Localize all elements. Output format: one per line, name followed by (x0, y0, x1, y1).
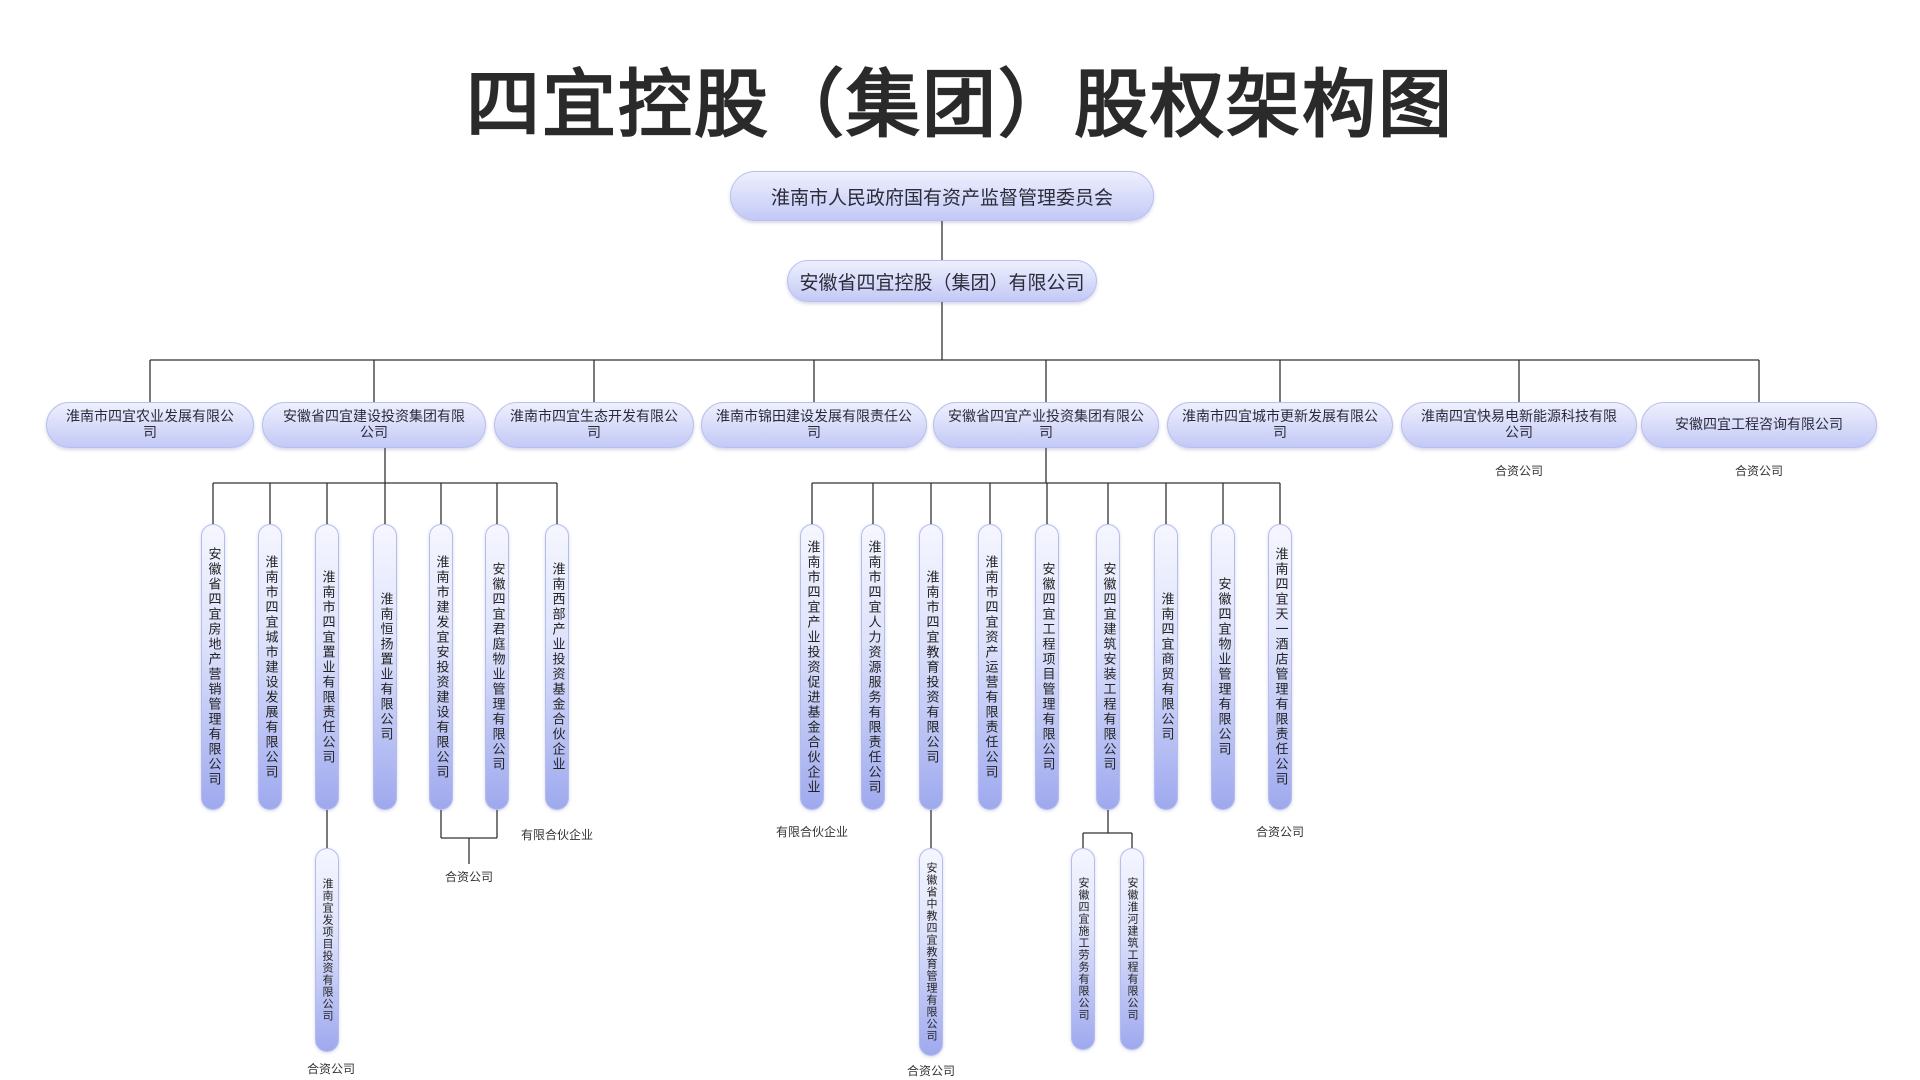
construction-grandchild-label: 淮南宜发项目投资有限公司 (321, 878, 334, 1022)
industry-child-7-label: 淮南四宜商贸有限公司 (1158, 592, 1174, 742)
education-grandchild[interactable]: 安徽省中教四宜教育管理有限公司 (919, 848, 943, 1056)
education-grandchild-note: 合资公司 (906, 1064, 956, 1078)
subsidiary-note-7: 合资公司 (1494, 464, 1544, 478)
construction-child-3-label: 淮南市四宜置业有限责任公司 (319, 569, 335, 765)
construction-child-1-label: 安徽省四宜房地产营销管理有限公司 (205, 547, 221, 787)
install-grandchild-1[interactable]: 安徽四宜施工劳务有限公司 (1071, 848, 1095, 1050)
industry-child-1-label: 淮南市四宜产业投资促进基金合伙企业 (804, 539, 820, 795)
industry-child-8-label: 安徽四宜物业管理有限公司 (1215, 577, 1231, 757)
construction-child-5[interactable]: 淮南市建发宜安投资建设有限公司 (429, 524, 453, 810)
subsidiary-node-4[interactable]: 淮南市锦田建设发展有限责任公司 (701, 402, 927, 448)
node-root-label: 淮南市人民政府国有资产监督管理委员会 (770, 186, 1113, 209)
subsidiary-node-2[interactable]: 安徽省四宜建设投资集团有限公司 (262, 402, 486, 448)
install-grandchild-1-label: 安徽四宜施工劳务有限公司 (1077, 877, 1090, 1021)
subsidiary-node-6-label: 淮南市四宜城市更新发展有限公司 (1182, 409, 1378, 441)
construction-grandchild-note: 合资公司 (306, 1062, 356, 1076)
industry-child-6-label: 安徽四宜建筑安装工程有限公司 (1100, 562, 1116, 772)
industry-child-4[interactable]: 淮南市四宜资产运营有限责任公司 (978, 524, 1002, 810)
subsidiary-node-1[interactable]: 淮南市四宜农业发展有限公司 (46, 402, 254, 448)
node-group-holding[interactable]: 安徽省四宜控股（集团）有限公司 (787, 260, 1097, 302)
construction-grandchild[interactable]: 淮南宜发项目投资有限公司 (315, 848, 339, 1052)
construction-child-2[interactable]: 淮南市四宜城市建设发展有限公司 (258, 524, 282, 810)
construction-lp-note: 有限合伙企业 (520, 828, 594, 842)
construction-child-6-label: 安徽四宜君庭物业管理有限公司 (489, 562, 505, 772)
industry-child-3[interactable]: 淮南市四宜教育投资有限公司 (919, 524, 943, 810)
subsidiary-node-7[interactable]: 淮南四宜快易电新能源科技有限公司 (1401, 402, 1637, 448)
education-grandchild-label: 安徽省中教四宜教育管理有限公司 (925, 862, 938, 1042)
industry-child-5-label: 安徽四宜工程项目管理有限公司 (1039, 562, 1055, 772)
construction-child-5-label: 淮南市建发宜安投资建设有限公司 (433, 554, 449, 780)
industry-child-9-label: 淮南四宜天一酒店管理有限责任公司 (1272, 547, 1288, 787)
construction-jv-note: 合资公司 (444, 870, 494, 884)
subsidiary-node-4-label: 淮南市锦田建设发展有限责任公司 (716, 409, 912, 441)
subsidiary-node-2-label: 安徽省四宜建设投资集团有限公司 (283, 409, 465, 441)
subsidiary-node-5-label: 安徽省四宜产业投资集团有限公司 (948, 409, 1144, 441)
install-grandchild-2-label: 安徽淮河建筑工程有限公司 (1126, 877, 1139, 1021)
construction-child-7[interactable]: 淮南西部产业投资基金合伙企业 (545, 524, 569, 810)
industry-child-1[interactable]: 淮南市四宜产业投资促进基金合伙企业 (800, 524, 824, 810)
subsidiary-note-8: 合资公司 (1734, 464, 1784, 478)
industry-child-6[interactable]: 安徽四宜建筑安装工程有限公司 (1096, 524, 1120, 810)
construction-child-4-label: 淮南恒扬置业有限公司 (377, 592, 393, 742)
subsidiary-node-3[interactable]: 淮南市四宜生态开发有限公司 (494, 402, 694, 448)
subsidiary-node-8[interactable]: 安徽四宜工程咨询有限公司 (1641, 402, 1877, 448)
industry-child-2[interactable]: 淮南市四宜人力资源服务有限责任公司 (861, 524, 885, 810)
industry-jv-note: 合资公司 (1255, 825, 1305, 839)
construction-child-7-label: 淮南西部产业投资基金合伙企业 (549, 562, 565, 772)
construction-child-3[interactable]: 淮南市四宜置业有限责任公司 (315, 524, 339, 810)
page-title: 四宜控股（集团）股权架构图 (466, 62, 1454, 148)
subsidiary-node-8-label: 安徽四宜工程咨询有限公司 (1675, 417, 1843, 433)
construction-child-2-label: 淮南市四宜城市建设发展有限公司 (262, 554, 278, 780)
construction-child-1[interactable]: 安徽省四宜房地产营销管理有限公司 (201, 524, 225, 810)
industry-child-9[interactable]: 淮南四宜天一酒店管理有限责任公司 (1268, 524, 1292, 810)
industry-child-5[interactable]: 安徽四宜工程项目管理有限公司 (1035, 524, 1059, 810)
industry-lp-note: 有限合伙企业 (775, 825, 849, 839)
node-root-sasac[interactable]: 淮南市人民政府国有资产监督管理委员会 (730, 171, 1154, 221)
industry-child-8[interactable]: 安徽四宜物业管理有限公司 (1211, 524, 1235, 810)
subsidiary-node-6[interactable]: 淮南市四宜城市更新发展有限公司 (1167, 402, 1393, 448)
construction-child-4[interactable]: 淮南恒扬置业有限公司 (373, 524, 397, 810)
install-grandchild-2[interactable]: 安徽淮河建筑工程有限公司 (1120, 848, 1144, 1050)
construction-child-6[interactable]: 安徽四宜君庭物业管理有限公司 (485, 524, 509, 810)
industry-child-7[interactable]: 淮南四宜商贸有限公司 (1154, 524, 1178, 810)
industry-child-2-label: 淮南市四宜人力资源服务有限责任公司 (865, 539, 881, 795)
subsidiary-node-7-label: 淮南四宜快易电新能源科技有限公司 (1421, 409, 1617, 441)
subsidiary-node-3-label: 淮南市四宜生态开发有限公司 (510, 409, 678, 441)
subsidiary-node-1-label: 淮南市四宜农业发展有限公司 (66, 409, 234, 441)
industry-child-3-label: 淮南市四宜教育投资有限公司 (923, 569, 939, 765)
subsidiary-node-5[interactable]: 安徽省四宜产业投资集团有限公司 (933, 402, 1159, 448)
industry-child-4-label: 淮南市四宜资产运营有限责任公司 (982, 554, 998, 780)
node-group-label: 安徽省四宜控股（集团）有限公司 (799, 271, 1085, 294)
